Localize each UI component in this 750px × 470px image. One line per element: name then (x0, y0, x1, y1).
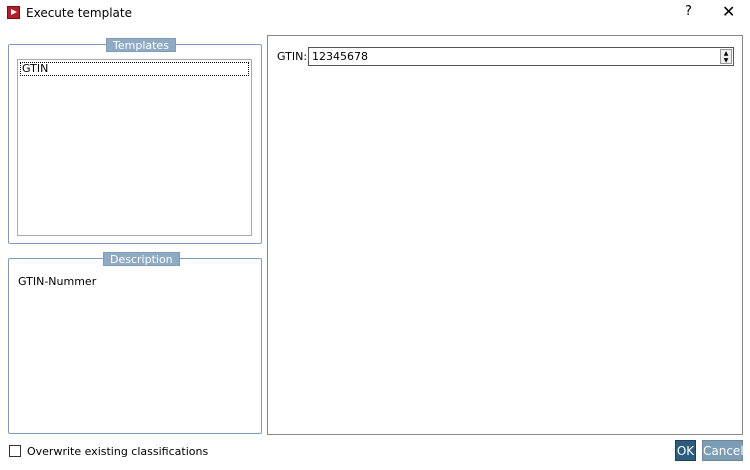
window-title: Execute template (26, 6, 132, 20)
spin-buttons[interactable]: ▲▼ (720, 49, 732, 64)
templates-legend: Templates (106, 38, 176, 52)
gtin-label: GTIN: (277, 50, 308, 63)
ok-button[interactable]: OK (675, 440, 696, 461)
cancel-button[interactable]: Cancel (702, 440, 744, 461)
gtin-value: 12345678 (312, 50, 368, 63)
close-button[interactable]: ✕ (722, 2, 736, 21)
description-text: GTIN-Nummer (18, 275, 97, 288)
overwrite-label: Overwrite existing classifications (27, 445, 209, 458)
templates-list[interactable]: GTIN (17, 59, 252, 236)
spin-up-icon[interactable]: ▲ (723, 50, 729, 57)
overwrite-checkbox[interactable] (9, 445, 21, 457)
parameters-panel (267, 35, 743, 435)
description-legend: Description (103, 252, 180, 266)
app-icon (7, 6, 20, 19)
spin-down-icon[interactable]: ▼ (723, 57, 729, 64)
template-item-gtin[interactable]: GTIN (20, 62, 249, 76)
help-button[interactable]: ? (685, 4, 692, 19)
gtin-input[interactable]: 12345678 ▲▼ (308, 47, 734, 66)
